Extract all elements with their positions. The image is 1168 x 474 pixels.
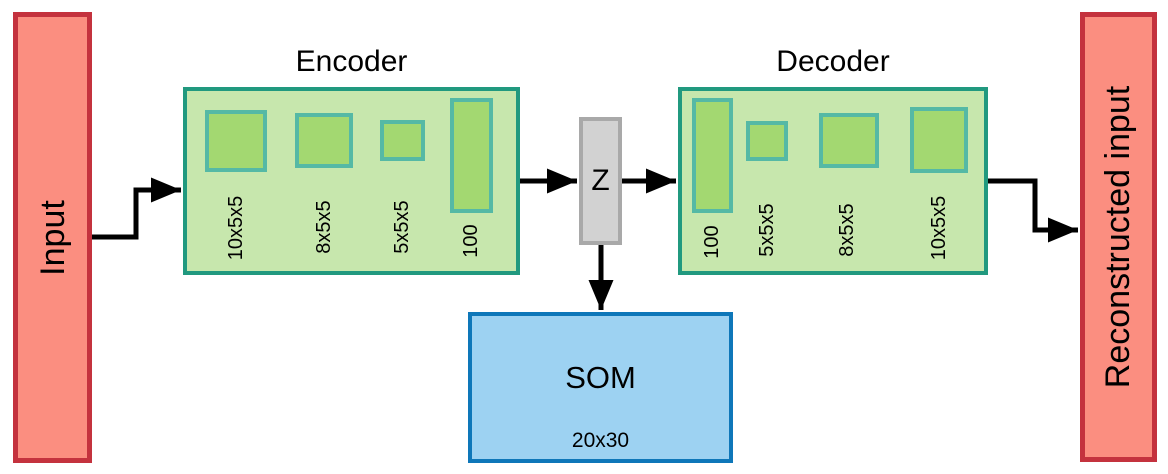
- som-box: SOM 20x30: [468, 312, 733, 463]
- decoder-layer-3-label: 8x5x5: [836, 203, 858, 257]
- encoder-layer-3-label: 5x5x5: [391, 200, 413, 254]
- reconstructed-input-box: Reconstructed input: [1080, 12, 1157, 462]
- decoder-layer-2-label: 5x5x5: [756, 203, 778, 257]
- decoder-layer-2-rect: [746, 121, 788, 161]
- encoder-layer-2-rect: [295, 113, 353, 168]
- decoder-layer-3-rect: [819, 113, 879, 168]
- encoder-layer-2-label: 8x5x5: [313, 200, 335, 254]
- latent-z-label: Z: [591, 164, 610, 197]
- encoder-layer-1-rect: [205, 110, 267, 172]
- input-label: Input: [33, 199, 72, 276]
- arrow-input-to-encoder: [92, 177, 181, 240]
- encoder-layer-4-rect: [450, 98, 493, 213]
- decoder-layer-4-label: 10x5x5: [928, 195, 950, 261]
- input-box: Input: [13, 12, 92, 463]
- decoder-title: Decoder: [776, 45, 890, 78]
- latent-z-box: Z: [579, 117, 622, 245]
- encoder-title: Encoder: [295, 45, 408, 78]
- som-grid-size-label: 20x30: [571, 429, 630, 452]
- encoder-layer-4-label: 100: [460, 224, 482, 258]
- decoder-layer-1-label: 100: [701, 225, 723, 259]
- som-label: SOM: [565, 360, 636, 395]
- reconstructed-input-label: Reconstructed input: [1099, 85, 1138, 389]
- decoder-layer-4-rect: [910, 107, 968, 173]
- arrow-decoder-to-reconstructed: [988, 178, 1078, 243]
- encoder-layer-1-label: 10x5x5: [225, 195, 247, 261]
- encoder-layer-3-rect: [380, 120, 425, 161]
- decoder-layer-1-rect: [692, 98, 733, 213]
